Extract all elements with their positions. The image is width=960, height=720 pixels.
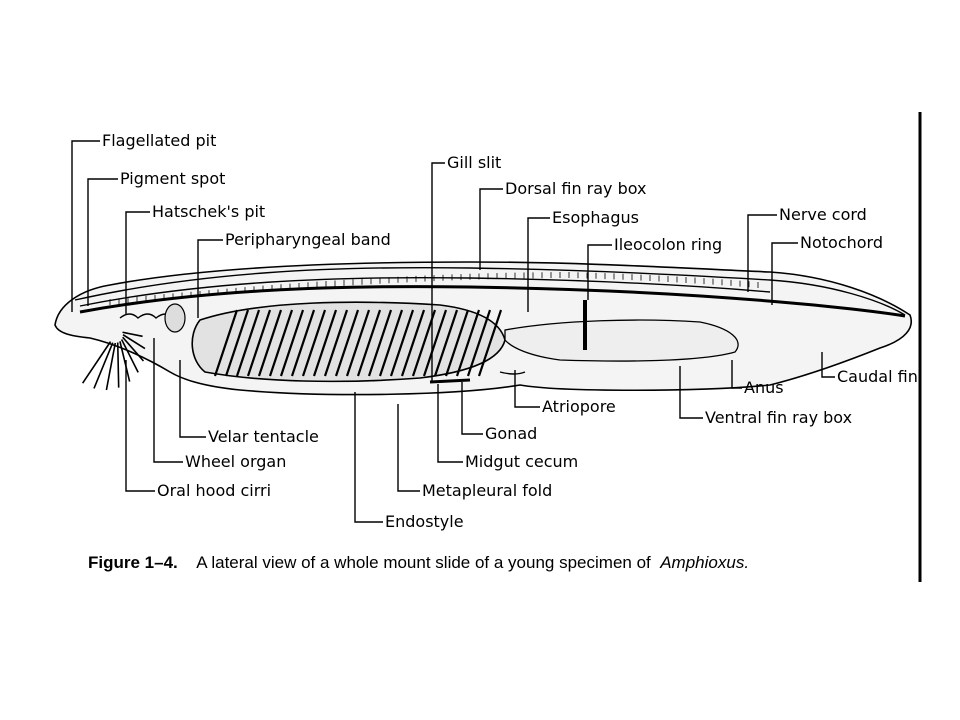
label-endostyle: Endostyle — [385, 512, 464, 531]
label-velar-tentacle: Velar tentacle — [208, 427, 319, 446]
label-nerve-cord: Nerve cord — [779, 205, 867, 224]
oral-hood-cirri-shapes — [81, 331, 146, 391]
leader-atriopore — [514, 370, 540, 408]
label-oral-hood-cirri: Oral hood cirri — [157, 481, 271, 500]
leader-peripharyngeal-band — [197, 239, 223, 318]
nerve-cord-line — [79, 276, 771, 307]
leader-midgut-cecum — [437, 384, 463, 463]
label-gill-slit: Gill slit — [447, 153, 501, 172]
label-esophagus: Esophagus — [552, 208, 639, 227]
label-ventral-fin-ray-box: Ventral fin ray box — [705, 408, 852, 427]
leader-esophagus — [527, 217, 550, 312]
leader-pigment-spot — [87, 178, 118, 306]
label-metapleural-fold: Metapleural fold — [422, 481, 552, 500]
notochord-line — [79, 285, 906, 318]
label-dorsal-fin-ray-box: Dorsal fin ray box — [505, 179, 647, 198]
dorsal-fin-edge — [74, 266, 906, 316]
label-flagellated-pit: Flagellated pit — [102, 131, 216, 150]
leader-wheel-organ — [153, 338, 183, 463]
leader-anus — [731, 360, 742, 389]
label-pigment-spot: Pigment spot — [120, 169, 225, 188]
amphioxus-body — [54, 261, 912, 396]
pharynx — [191, 301, 506, 383]
leader-lines — [71, 140, 835, 523]
leader-dorsal-fin-ray-box — [479, 188, 503, 270]
atriopore-mark — [499, 371, 526, 375]
label-gonad: Gonad — [485, 424, 537, 443]
leader-notochord — [771, 242, 798, 305]
label-anus: Anus — [744, 378, 784, 397]
caption-text: A lateral view of a whole mount slide of… — [196, 553, 651, 572]
label-midgut-cecum: Midgut cecum — [465, 452, 578, 471]
leader-flagellated-pit — [71, 140, 100, 312]
dorsal-fin-rays — [109, 272, 759, 306]
leader-ventral-fin-ray-box — [679, 366, 703, 419]
label-atriopore: Atriopore — [542, 397, 616, 416]
leader-caudal-fin — [821, 352, 835, 378]
leader-oral-hood-cirri — [125, 360, 155, 492]
leader-hatscheks-pit — [125, 211, 150, 314]
caption-species: Amphioxus. — [659, 553, 749, 572]
leader-nerve-cord — [747, 214, 777, 292]
leader-endostyle — [354, 392, 383, 523]
intestine — [504, 319, 739, 362]
label-ileocolon-ring: Ileocolon ring — [614, 235, 722, 254]
leader-metapleural-fold — [397, 404, 420, 492]
label-peripharyngeal-band: Peripharyngeal band — [225, 230, 391, 249]
velum-shape — [164, 303, 186, 333]
leader-ileocolon-ring — [587, 244, 612, 300]
leader-gill-slit — [431, 162, 445, 382]
gill-bars — [213, 309, 503, 377]
label-hatscheks-pit: Hatschek's pit — [152, 202, 265, 221]
caption-number: Figure 1–4. — [88, 553, 178, 572]
figure-caption: Figure 1–4. A lateral view of a whole mo… — [88, 553, 749, 572]
gonad-mark — [429, 378, 471, 384]
leader-velar-tentacle — [179, 360, 206, 438]
label-notochord: Notochord — [800, 233, 883, 252]
label-wheel-organ: Wheel organ — [185, 452, 286, 471]
labels: Flagellated pit Pigment spot Hatschek's … — [102, 131, 918, 531]
leader-gonad — [461, 382, 483, 435]
label-caudal-fin: Caudal fin — [837, 367, 918, 386]
